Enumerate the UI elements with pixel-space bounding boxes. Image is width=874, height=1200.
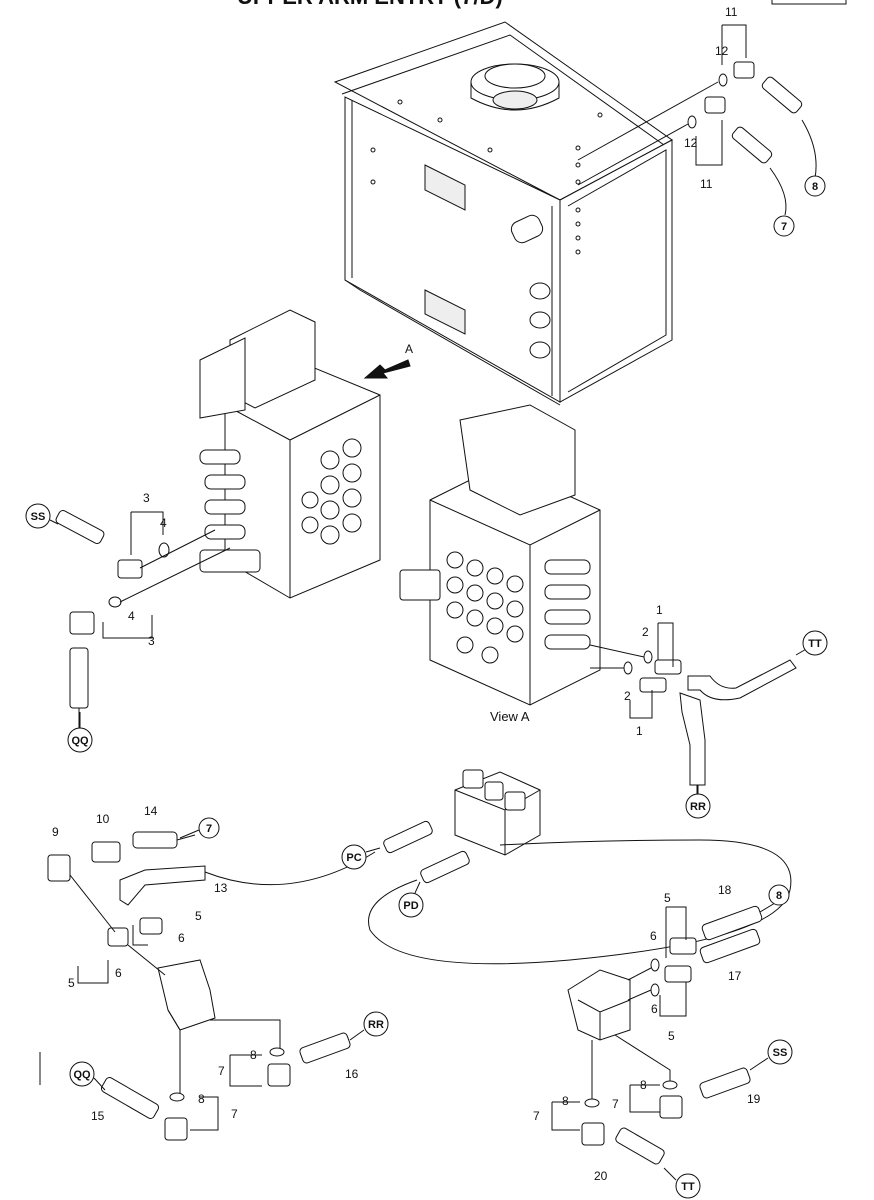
part-label: 15	[91, 1109, 105, 1123]
callout-leaders	[49, 519, 769, 1181]
part-label: 18	[718, 883, 732, 897]
part-label: 5	[68, 976, 75, 990]
part-label: 1	[656, 603, 663, 617]
tank-elbow-fittings	[577, 24, 817, 216]
part-label: 5	[664, 891, 671, 905]
part-label: 2	[642, 625, 649, 639]
callout-badge: RR	[363, 1011, 389, 1037]
part-label: 4	[160, 516, 167, 530]
callout-badge: 7	[198, 817, 220, 839]
callout-badge: RR	[685, 793, 711, 819]
part-label: 16	[345, 1067, 359, 1081]
callout-badge: 8	[768, 884, 790, 906]
part-label: 7	[612, 1097, 619, 1111]
view-arrow-icon	[363, 359, 411, 379]
callout-badge: SS	[767, 1039, 793, 1065]
part-label: 8	[198, 1092, 205, 1106]
callout-badge: QQ	[69, 1061, 95, 1087]
callout-label: PD	[403, 900, 418, 912]
part-label: 3	[148, 634, 155, 648]
part-label: 5	[195, 909, 202, 923]
part-label: 20	[594, 1169, 608, 1183]
callout-label: 8	[812, 181, 818, 193]
page-number-box	[771, 0, 847, 5]
view-a-label: View A	[490, 709, 530, 724]
part-label: 11	[725, 5, 738, 19]
callout-badge: PC	[341, 844, 367, 870]
callout-badge: 7	[773, 215, 795, 237]
callout-badge: PD	[398, 892, 424, 918]
callout-label: 7	[206, 823, 212, 835]
callout-label: 8	[776, 890, 782, 902]
callout-label: SS	[31, 511, 46, 523]
callout-badge: SS	[25, 503, 51, 529]
callout-label: TT	[681, 1181, 695, 1193]
part-label: 5	[668, 1029, 675, 1043]
page-title-fragment: UPPER ARM ENTRY (7/D)	[237, 0, 503, 9]
page-header: UPPER ARM ENTRY (7/D)	[237, 0, 847, 9]
part-label: 7	[218, 1064, 225, 1078]
part-label: 19	[747, 1092, 761, 1106]
lower-right-fittings	[551, 899, 781, 1165]
callout-badge: QQ	[67, 727, 93, 753]
part-label: 4	[128, 609, 135, 623]
callout-label: 7	[781, 221, 787, 233]
part-label: 1	[636, 724, 643, 738]
part-label: 3	[143, 491, 150, 505]
lower-left-fittings	[39, 831, 351, 1141]
callout-label: SS	[773, 1047, 788, 1059]
part-label: 7	[231, 1107, 238, 1121]
part-label: 10	[96, 812, 110, 826]
hydraulic-tank	[333, 21, 673, 406]
callout-label: TT	[808, 638, 822, 650]
callout-badge: TT	[802, 630, 828, 656]
callout-badge: TT	[675, 1173, 701, 1199]
callout-label: RR	[368, 1019, 384, 1031]
part-label: 6	[651, 1002, 658, 1016]
part-label: 12	[715, 44, 729, 58]
part-number-labels: 11 12 12 11 3 4 4 3 1 2 2 1 9 10 14 13 5…	[52, 5, 761, 1183]
callout-label: PC	[346, 852, 361, 864]
part-label: 14	[144, 804, 158, 818]
part-label: 11	[700, 177, 713, 191]
part-label: 9	[52, 825, 59, 839]
part-label: 6	[178, 931, 185, 945]
part-label: 12	[684, 136, 698, 150]
control-valve-left	[199, 309, 381, 599]
part-label: 17	[728, 969, 742, 983]
part-label: 8	[250, 1048, 257, 1062]
connection-callouts: 8 7 SS QQ TT RR 7 PC	[25, 175, 828, 1199]
left-valve-fittings	[55, 509, 231, 728]
part-label: 7	[533, 1109, 540, 1123]
part-label: 8	[562, 1094, 569, 1108]
callout-label: QQ	[73, 1069, 91, 1081]
control-valve-view-a	[399, 404, 601, 706]
part-label: 13	[214, 881, 228, 895]
view-arrow-label: A	[405, 342, 413, 356]
callout-label: QQ	[71, 735, 89, 747]
part-label: 8	[640, 1078, 647, 1092]
part-label: 6	[650, 929, 657, 943]
part-label: 2	[624, 689, 631, 703]
callout-badge: 8	[804, 175, 826, 197]
part-label: 6	[115, 966, 122, 980]
callout-label: RR	[690, 801, 706, 813]
view-a-fittings	[589, 622, 809, 795]
